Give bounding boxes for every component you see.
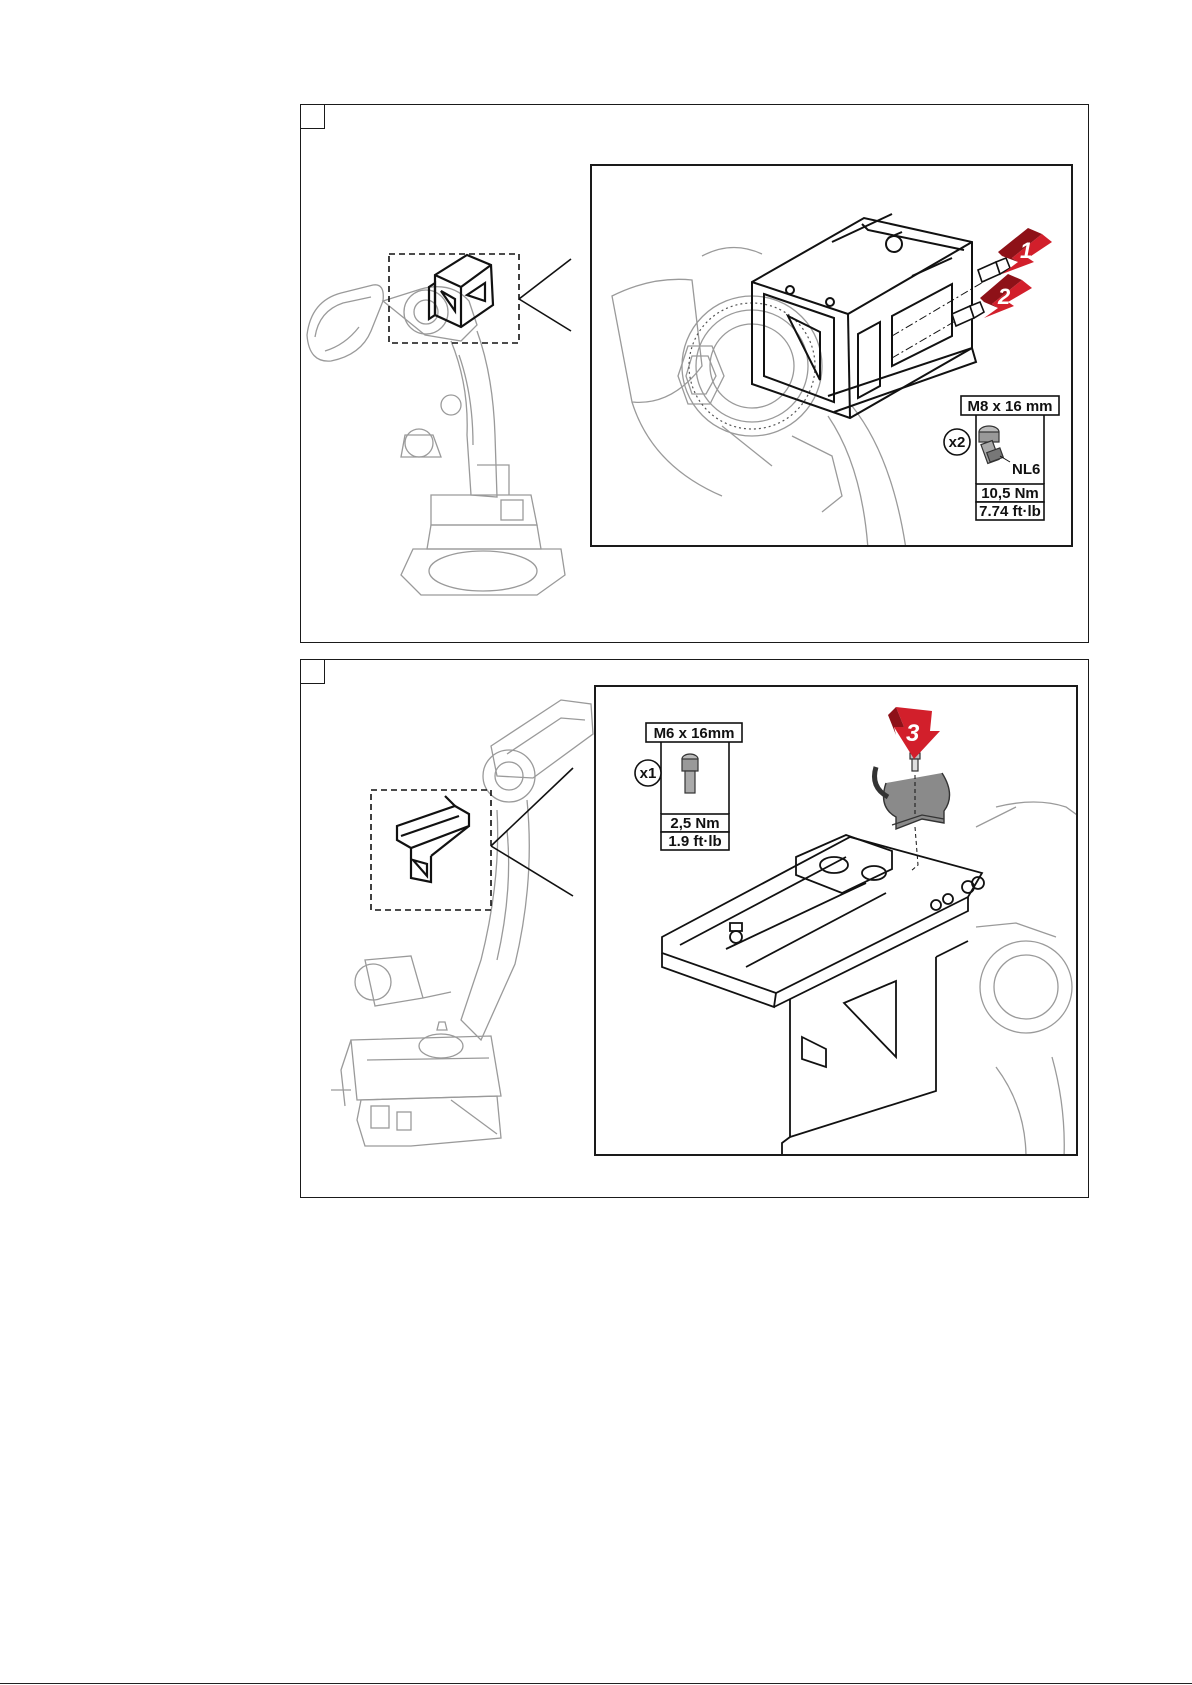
step-2-panel: 3 M6 x 16mm 2,5 Nm 1.9 ft·lb x1 [300, 659, 1089, 1198]
step-2-arrow-label-3: 3 [906, 720, 920, 747]
step-1-torque-nm: 10,5 Nm [981, 485, 1039, 502]
step-1-quantity: x2 [949, 434, 966, 451]
step-1-torque-ftlb: 7.74 ft·lb [979, 503, 1041, 520]
step-1-screw-spec: M8 x 16 mm 10,5 Nm 7.74 ft·lb x2 NL6 [944, 396, 1059, 520]
step-2-arrow: 3 [888, 707, 940, 759]
step-2-detail-view: 3 M6 x 16mm 2,5 Nm 1.9 ft·lb x1 [594, 685, 1078, 1156]
step-1-nut-note: NL6 [1012, 461, 1040, 478]
cable-holder [875, 767, 950, 829]
page-footer-rule [0, 1683, 1192, 1684]
step-2-torque-nm: 2,5 Nm [670, 815, 719, 832]
step-1-detail-view: 1 2 M8 x 16 mm 10,5 Nm 7.74 ft·lb x2 [590, 164, 1073, 547]
screw-icon [979, 426, 1003, 463]
step-1-arrow-label-2: 2 [997, 284, 1011, 309]
step-1-panel: 1 2 M8 x 16 mm 10,5 Nm 7.74 ft·lb x2 [300, 104, 1089, 643]
step-2-quantity: x1 [640, 765, 657, 782]
step-1-screw-size: M8 x 16 mm [967, 398, 1052, 415]
bolt-icon [682, 754, 698, 793]
step-2-detail-drawing: 3 M6 x 16mm 2,5 Nm 1.9 ft·lb x1 [596, 687, 1078, 1156]
step-1-detail-drawing: 1 2 M8 x 16 mm 10,5 Nm 7.74 ft·lb x2 [592, 166, 1073, 547]
step-2-screw-spec: M6 x 16mm 2,5 Nm 1.9 ft·lb x1 [635, 723, 742, 850]
step-2-screw-size: M6 x 16mm [654, 725, 735, 742]
step-1-arrow-label-1: 1 [1020, 238, 1032, 263]
step-2-torque-ftlb: 1.9 ft·lb [668, 833, 721, 850]
